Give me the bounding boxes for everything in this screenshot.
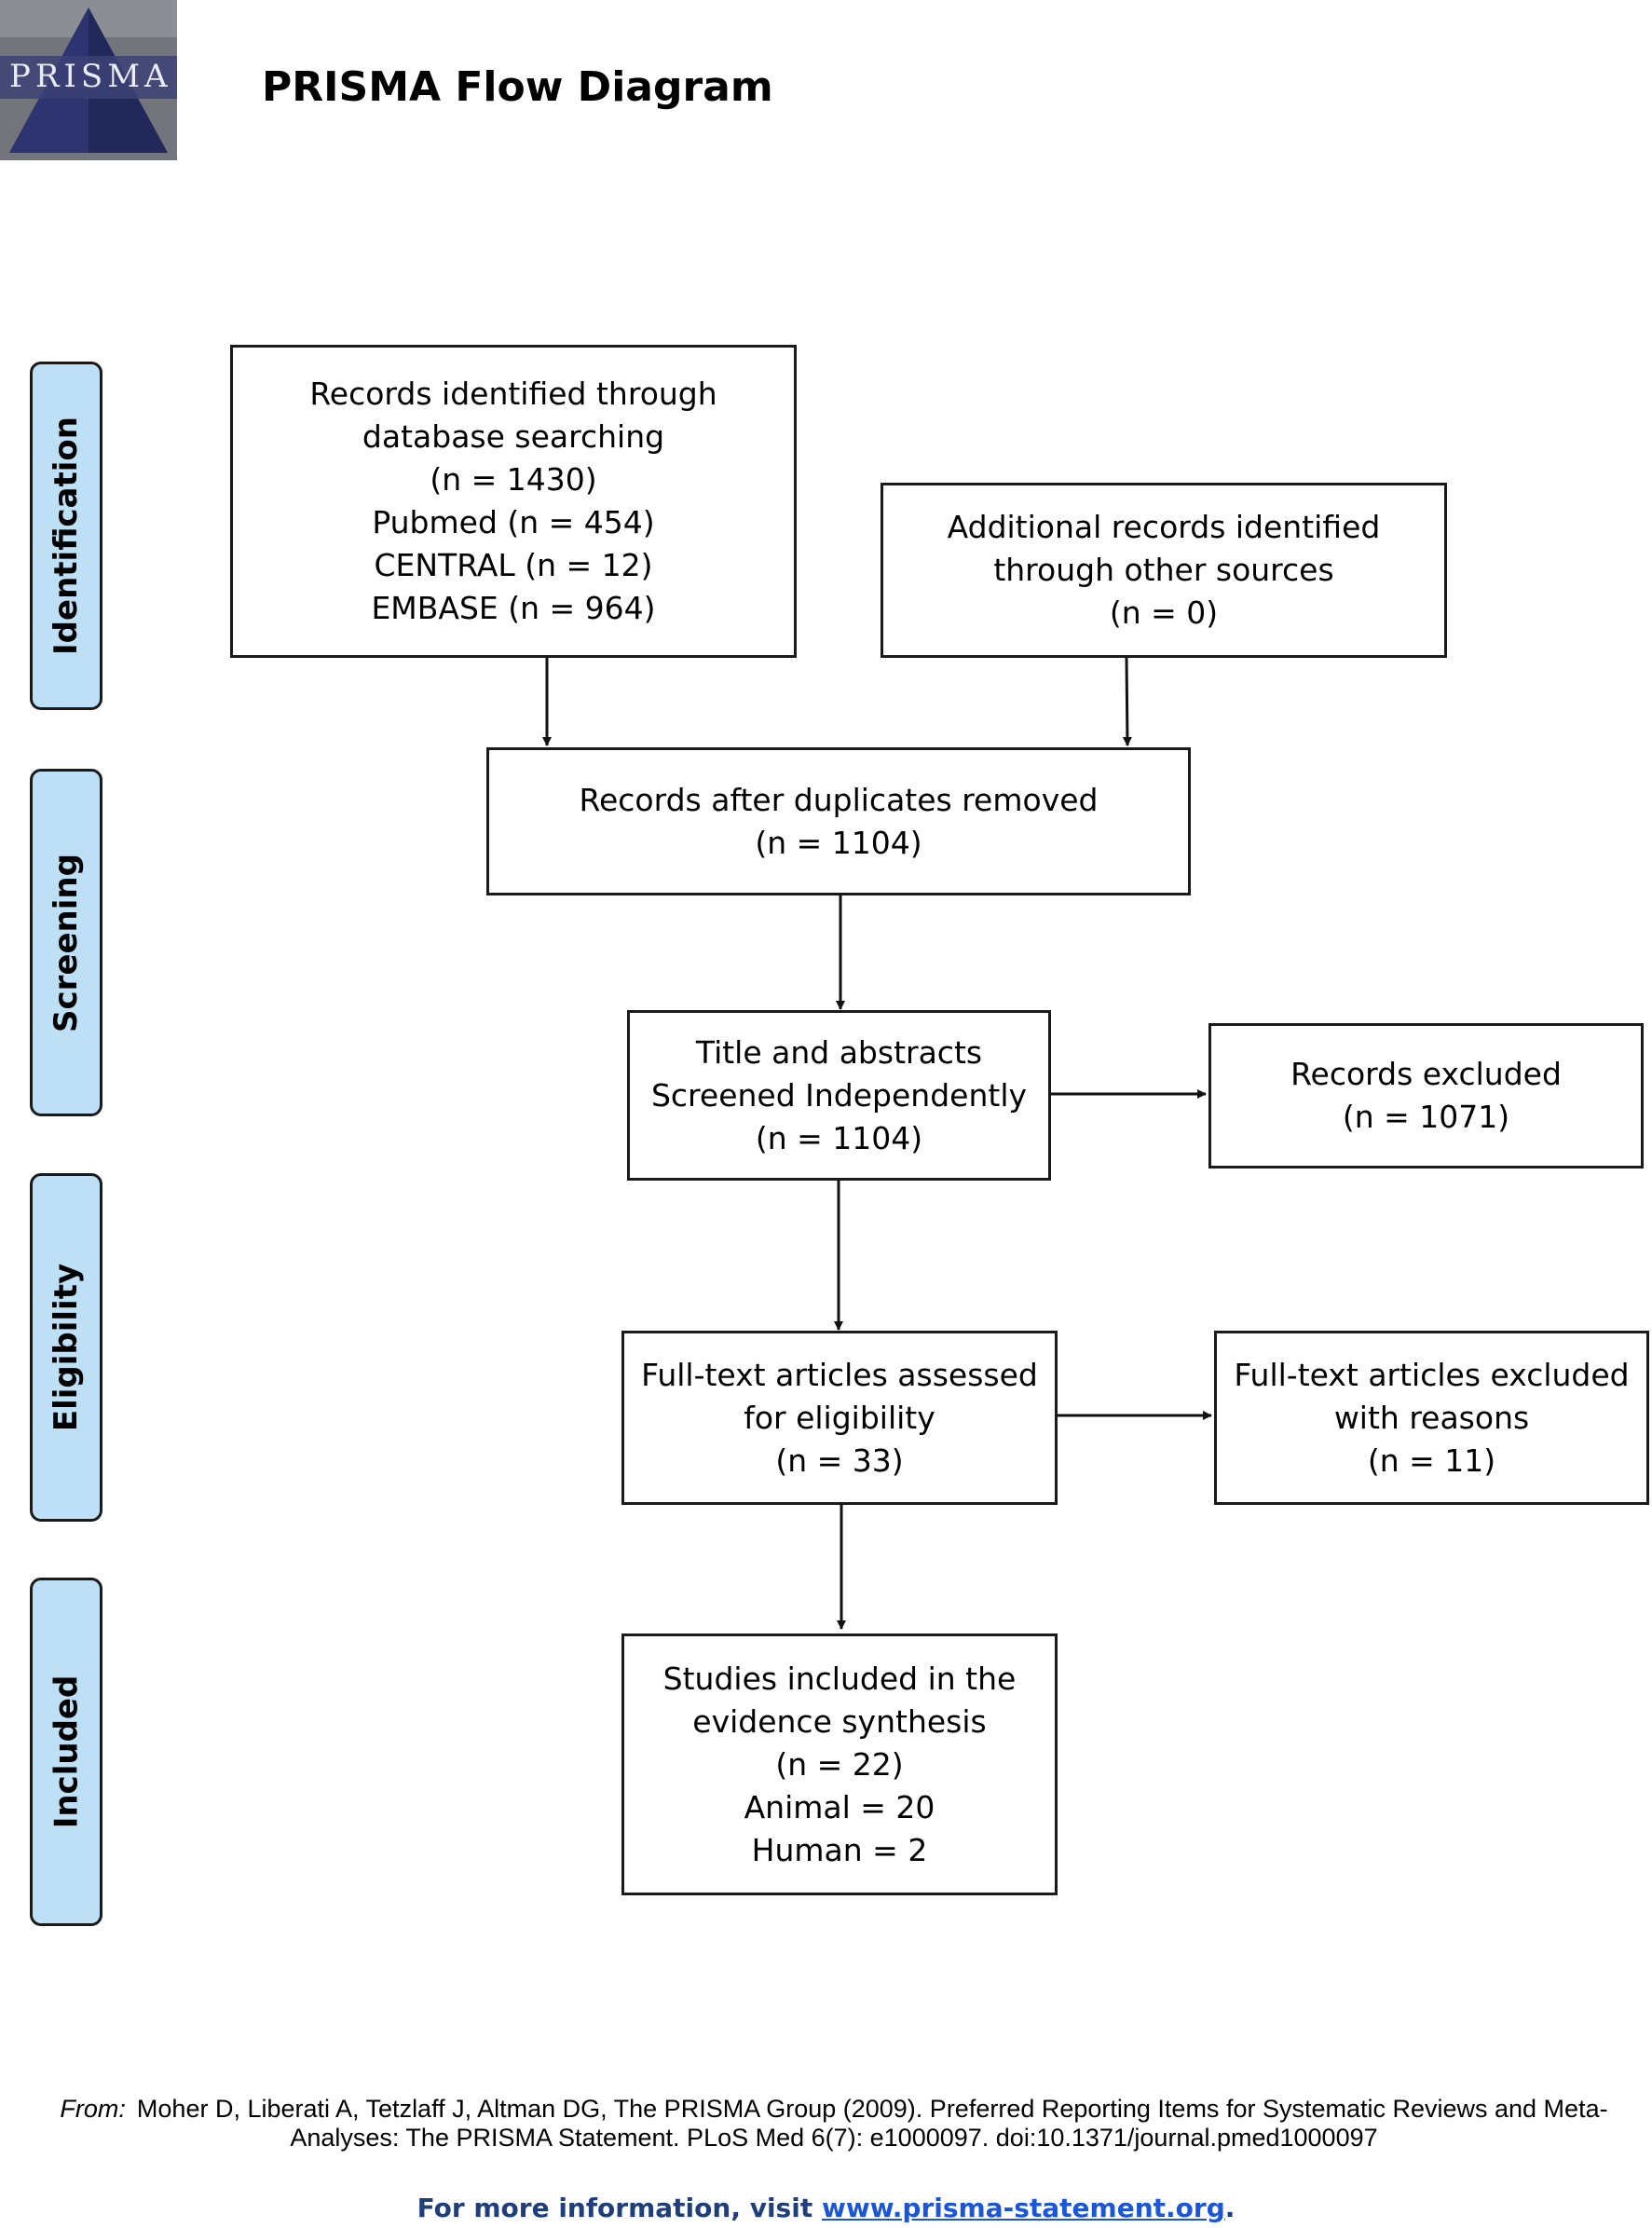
stage-screening: Screening bbox=[30, 769, 102, 1116]
box-fulltext-assessed: Full-text articles assessed for eligibil… bbox=[621, 1331, 1058, 1505]
box-line: Human = 2 bbox=[751, 1831, 928, 1868]
box-line: CENTRAL (n = 12) bbox=[374, 547, 653, 583]
citation-from-label: From: bbox=[60, 2095, 126, 2123]
arrow-other-to-duplicates bbox=[1122, 656, 1132, 746]
box-fulltext-excluded: Full-text articles excluded with reasons… bbox=[1214, 1331, 1649, 1505]
box-line: (n = 1071) bbox=[1342, 1099, 1510, 1135]
box-line: Studies included in the bbox=[662, 1660, 1017, 1697]
page-title: PRISMA Flow Diagram bbox=[262, 63, 773, 111]
box-line: (n = 0) bbox=[1109, 595, 1219, 631]
box-line: Pubmed (n = 454) bbox=[372, 504, 655, 540]
prisma-logo: PRISMA bbox=[0, 0, 177, 160]
box-database-search: Records identified through database sear… bbox=[230, 345, 797, 658]
box-studies-included: Studies included in the evidence synthes… bbox=[621, 1633, 1058, 1895]
citation-text-1: Moher D, Liberati A, Tetzlaff J, Altman … bbox=[136, 2095, 1608, 2123]
more-info-line: For more information, visit www.prisma-s… bbox=[0, 2193, 1652, 2223]
box-line: Title and abstracts bbox=[695, 1033, 983, 1071]
box-line: (n = 33) bbox=[775, 1442, 904, 1479]
box-line: (n = 1104) bbox=[755, 824, 922, 861]
stage-eligibility: Eligibility bbox=[30, 1173, 102, 1522]
box-other-sources: Additional records identified through ot… bbox=[881, 483, 1447, 658]
citation: From: Moher D, Liberati A, Tetzlaff J, Al… bbox=[28, 2095, 1640, 2153]
box-records-excluded: Records excluded (n = 1071) bbox=[1208, 1023, 1644, 1169]
box-line: Animal = 20 bbox=[744, 1788, 935, 1825]
box-line: EMBASE (n = 964) bbox=[371, 590, 656, 626]
box-line: (n = 1430) bbox=[430, 461, 597, 498]
box-line: Additional records identified bbox=[947, 509, 1381, 545]
stage-identification: Identification bbox=[30, 362, 102, 710]
box-line: with reasons bbox=[1333, 1399, 1530, 1436]
box-line: Full-text articles assessed bbox=[641, 1356, 1038, 1393]
box-line: (n = 1104) bbox=[755, 1119, 923, 1156]
citation-line-1: From: Moher D, Liberati A, Tetzlaff J, Al… bbox=[28, 2095, 1640, 2124]
more-info-prefix: For more information, visit bbox=[416, 2193, 822, 2223]
box-line: Records excluded bbox=[1290, 1056, 1562, 1092]
prisma-logo-text: PRISMA bbox=[9, 58, 172, 95]
box-duplicates-removed: Records after duplicates removed (n = 11… bbox=[486, 747, 1191, 895]
citation-line-2: Analyses: The PRISMA Statement. PLoS Med… bbox=[290, 2124, 1378, 2152]
box-line: Records after duplicates removed bbox=[579, 781, 1099, 818]
box-title-abstract-screening: Title and abstracts Screened Independent… bbox=[627, 1010, 1051, 1181]
more-info-suffix: . bbox=[1224, 2193, 1236, 2223]
box-line: Records identified through bbox=[309, 376, 717, 412]
box-line: Screened Independently bbox=[650, 1076, 1028, 1114]
box-line: (n = 11) bbox=[1367, 1442, 1496, 1479]
box-line: Full-text articles excluded bbox=[1234, 1356, 1630, 1393]
box-line: through other sources bbox=[993, 552, 1334, 588]
box-line: for eligibility bbox=[744, 1399, 935, 1436]
stage-included: Included bbox=[30, 1578, 102, 1926]
prisma-website-link[interactable]: www.prisma-statement.org bbox=[821, 2193, 1225, 2223]
box-line: (n = 22) bbox=[775, 1745, 904, 1783]
prisma-logo-graphic bbox=[0, 0, 177, 160]
box-line: evidence synthesis bbox=[692, 1702, 987, 1740]
box-line: database searching bbox=[362, 418, 665, 455]
